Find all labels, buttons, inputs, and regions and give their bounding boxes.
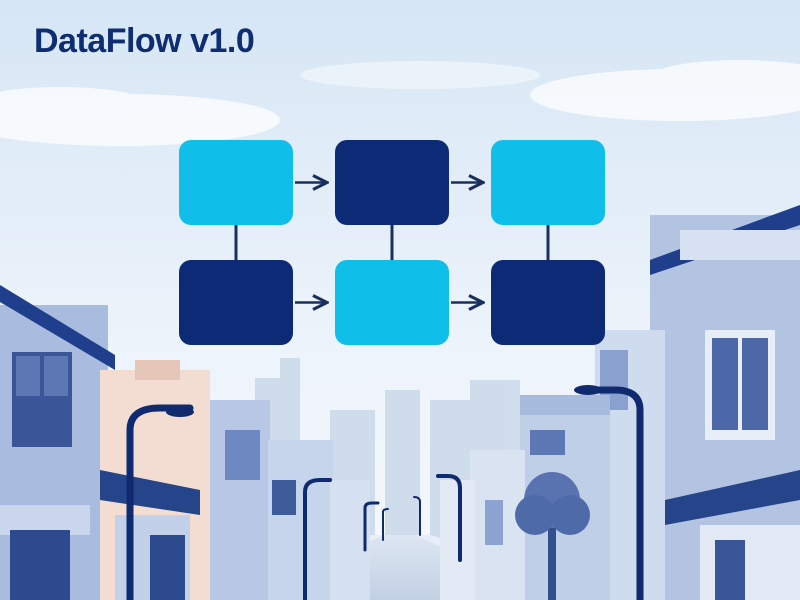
clouds [0,60,800,146]
app-title: DataFlow v1.0 [34,22,255,60]
flow-node-n5 [335,260,449,345]
tree [515,472,590,600]
street-lamps [126,385,644,600]
flow-diagram [179,140,605,345]
flow-node-n3 [491,140,605,225]
flow-node-n6 [491,260,605,345]
flow-node-n1 [179,140,293,225]
buildings-right [440,205,800,600]
flow-node-n2 [335,140,449,225]
flow-node-n4 [179,260,293,345]
